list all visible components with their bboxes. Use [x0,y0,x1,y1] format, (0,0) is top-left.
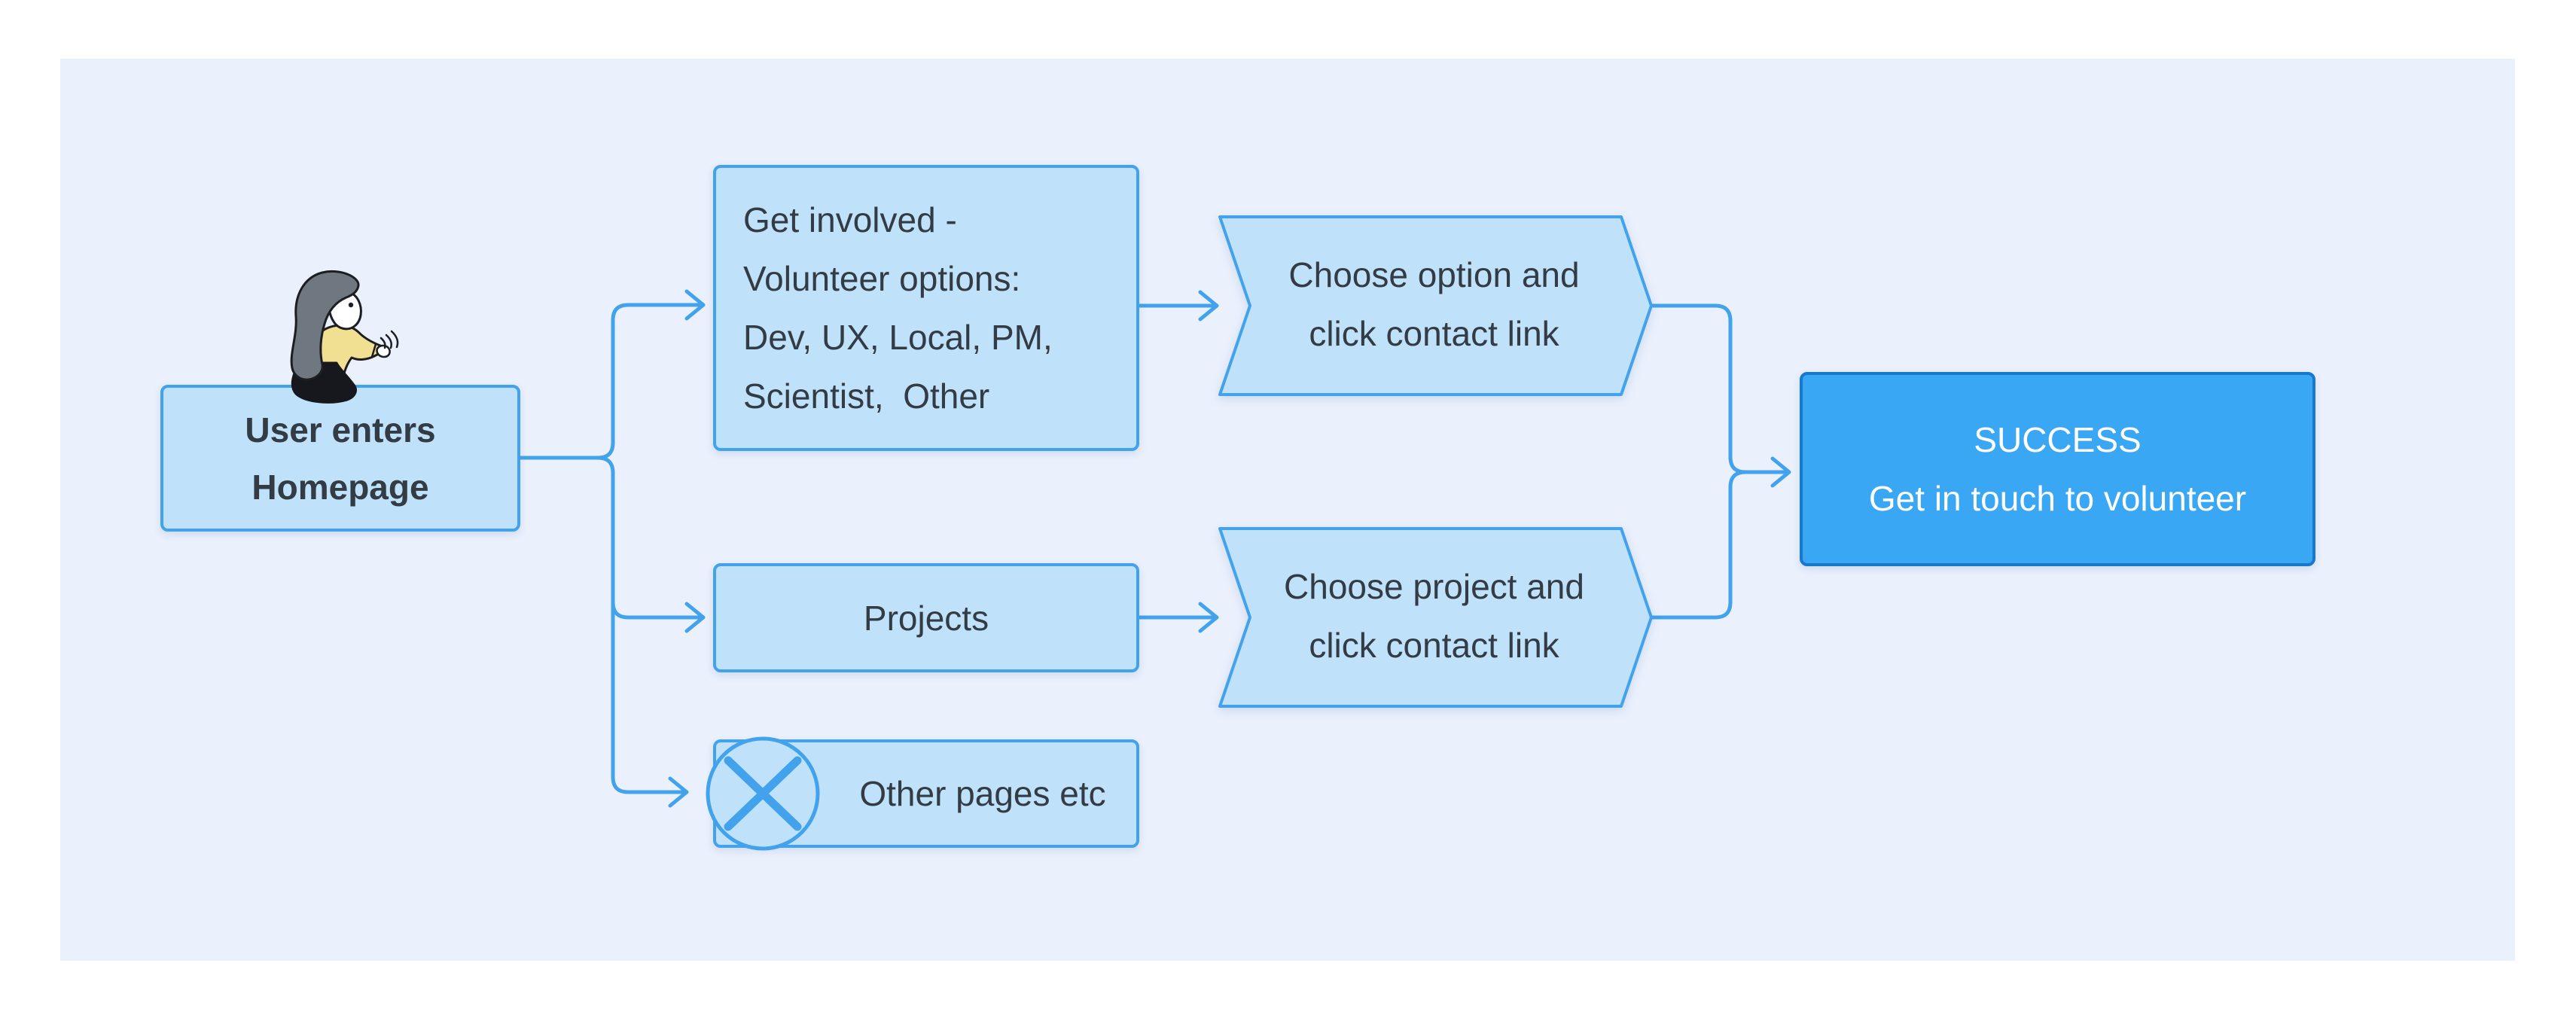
node-choose-option[interactable]: Choose option and click contact link [1217,214,1654,398]
node-projects[interactable]: Projects [713,563,1139,672]
node-success[interactable]: SUCCESS Get in touch to volunteer [1800,372,2315,566]
node-label: click contact link [1309,314,1559,353]
node-label: SUCCESS [1974,420,2142,459]
motion-line [380,337,386,349]
node-label: Other pages etc [859,774,1106,813]
person-cuff [370,343,377,358]
node-choose-project[interactable]: Choose project and click contact link [1217,526,1654,709]
node-label: Get in touch to volunteer [1868,479,2247,518]
node-other-pages[interactable]: Other pages etc [706,736,1139,851]
x-circle-icon [706,736,820,851]
node-get-involved[interactable]: Get involved - Volunteer options: Dev, U… [713,165,1139,451]
node-label: Dev, UX, Local, PM, [743,318,1053,357]
motion-line [390,330,399,349]
node-label: Volunteer options: [743,259,1021,298]
person-hair [290,270,360,381]
node-label: User enters [245,410,436,450]
person-hand [376,344,391,358]
chevron-shape [1218,215,1653,396]
node-label: Projects [863,598,989,638]
node-label: Choose project and [1284,567,1584,606]
node-label: Choose option and [1288,255,1580,294]
chevron-shape [1218,527,1653,708]
node-label: Homepage [252,467,429,507]
person-illustration[interactable] [277,258,401,419]
node-label: click contact link [1309,626,1559,665]
person-eye [348,302,354,308]
node-label: Scientist, Other [743,376,990,416]
node-label: Get involved - [743,200,957,239]
motion-line [385,334,392,349]
